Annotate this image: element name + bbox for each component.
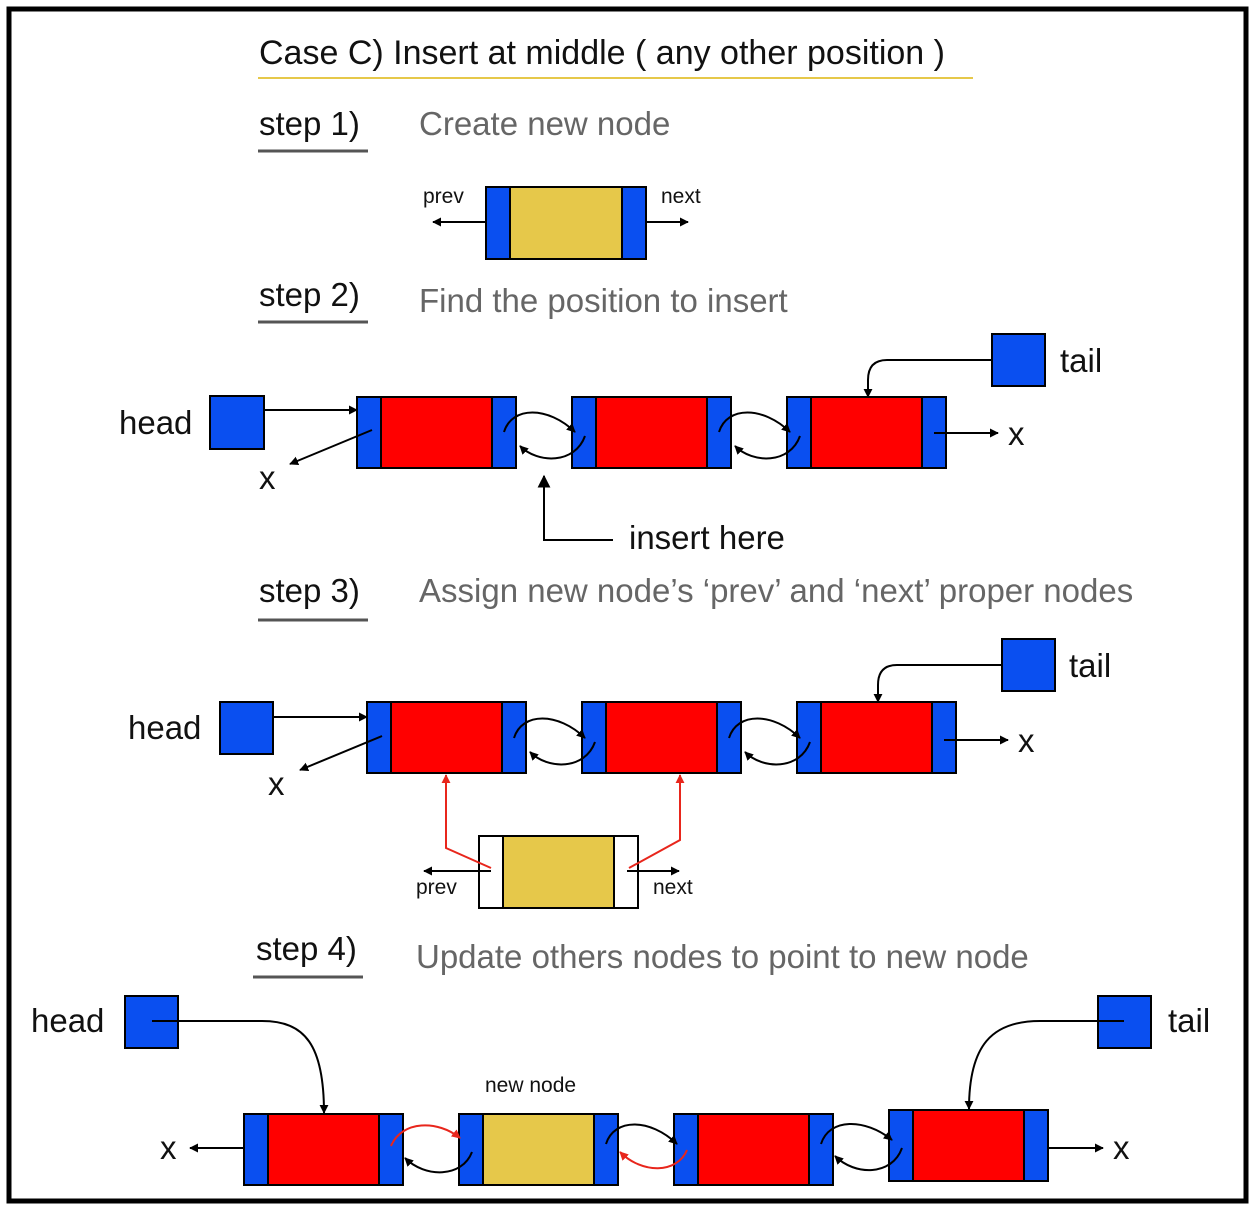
new-node <box>478 835 639 909</box>
step-2-label: step 2) <box>259 276 360 313</box>
insert-here-arrow <box>537 474 613 541</box>
list-node <box>888 1109 1049 1182</box>
link-arrow <box>404 1151 473 1174</box>
tail-pointer-box <box>1001 638 1056 692</box>
step-1: step 1) Create new node prev next <box>258 105 701 260</box>
list-node <box>356 396 517 469</box>
red-link-arrow <box>390 1124 461 1147</box>
head-null-arrow <box>289 429 373 466</box>
link-arrow <box>820 1123 893 1145</box>
list-node <box>786 396 947 469</box>
step-1-label: step 1) <box>259 105 360 142</box>
diagram-title: Case C) Insert at middle ( any other pos… <box>259 34 945 72</box>
step-2: step 2) Find the position to insert head… <box>119 276 1102 556</box>
new-node <box>458 1113 619 1186</box>
tail-label: tail <box>1168 1002 1210 1039</box>
null-right: x <box>1113 1129 1130 1166</box>
link-arrow <box>734 435 801 460</box>
tail-arrow <box>964 1020 1124 1110</box>
tail-arrow <box>863 359 992 398</box>
diagram-frame <box>6 6 1249 1204</box>
link-arrow <box>718 411 791 433</box>
assign-next-arrow <box>628 774 685 869</box>
link-arrow <box>834 1147 903 1171</box>
head-label: head <box>128 709 201 746</box>
tail-arrow <box>873 664 1002 703</box>
assign-prev-arrow <box>441 774 492 869</box>
link-arrow <box>503 411 576 433</box>
list-node <box>796 701 957 774</box>
prev-label: prev <box>423 185 464 208</box>
link-arrow <box>744 741 811 766</box>
link-arrow <box>529 741 596 766</box>
head-label: head <box>31 1002 104 1039</box>
list-node <box>581 701 742 774</box>
null-right: x <box>1018 722 1035 759</box>
head-pointer-box <box>209 395 265 450</box>
link-arrow <box>605 1123 678 1145</box>
tail-label: tail <box>1069 647 1111 684</box>
link-arrow <box>513 717 586 739</box>
step-4: step 4) Update others nodes to point to … <box>31 930 1210 1186</box>
step-3-label: step 3) <box>259 572 360 609</box>
step-4-text: Update others nodes to point to new node <box>416 938 1029 975</box>
link-arrow <box>728 717 801 739</box>
tail-pointer-box <box>991 333 1046 387</box>
step-4-label: step 4) <box>256 930 357 967</box>
head-arrow <box>152 1020 329 1114</box>
next-label: next <box>661 185 701 208</box>
new-node-label: new node <box>485 1074 576 1097</box>
prev-label: prev <box>416 876 457 899</box>
step-1-text: Create new node <box>419 105 670 142</box>
insert-here-label: insert here <box>629 519 785 556</box>
list-node <box>243 1113 404 1186</box>
step-3-text: Assign new node’s ‘prev’ and ‘next’ prop… <box>419 572 1133 609</box>
list-node <box>673 1113 834 1186</box>
tail-label: tail <box>1060 342 1102 379</box>
null-left: x <box>259 459 276 496</box>
head-pointer-box <box>219 701 274 755</box>
head-label: head <box>119 404 192 441</box>
red-link-arrow <box>619 1149 688 1170</box>
null-right: x <box>1008 415 1025 452</box>
list-node <box>366 701 527 774</box>
list-node <box>571 396 732 469</box>
null-left: x <box>160 1129 177 1166</box>
new-node <box>485 186 647 260</box>
head-null-arrow <box>299 735 383 772</box>
step-2-text: Find the position to insert <box>419 282 788 319</box>
next-label: next <box>653 876 693 899</box>
null-left: x <box>268 765 285 802</box>
step-3: step 3) Assign new node’s ‘prev’ and ‘ne… <box>128 572 1133 909</box>
link-arrow <box>519 435 586 460</box>
